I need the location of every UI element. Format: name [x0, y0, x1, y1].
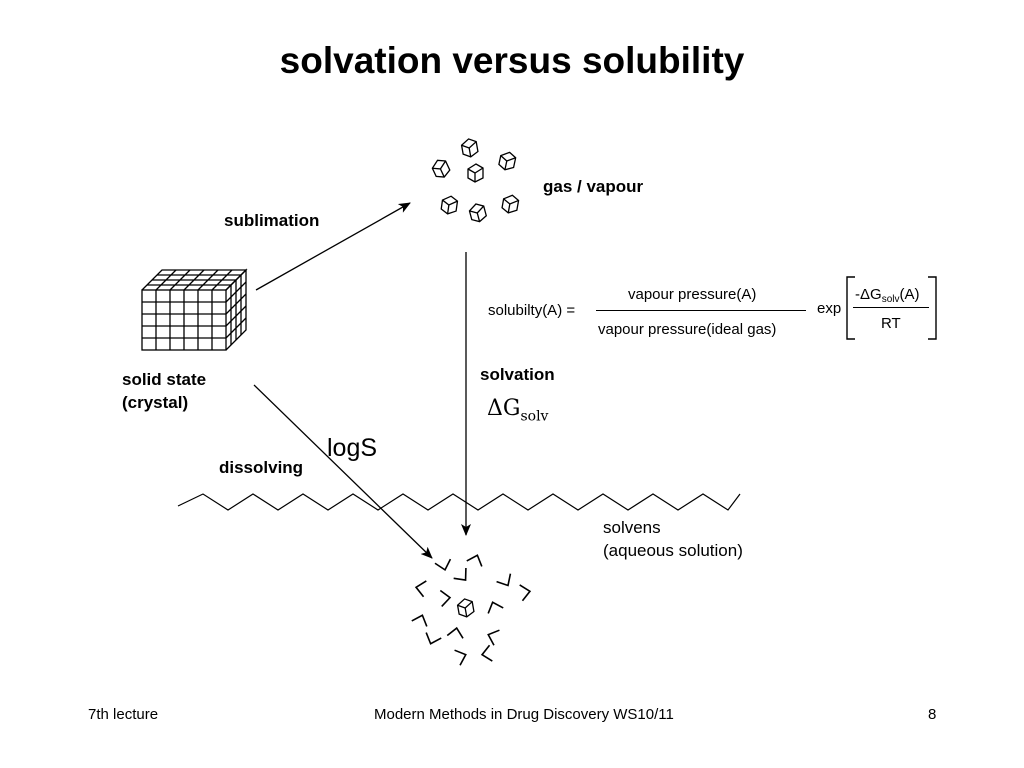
gas-molecules-icon [429, 137, 520, 225]
exp-numerator: -ΔGsolv(A) [855, 286, 920, 305]
sublimation-label: sublimation [224, 211, 320, 230]
solid-state-label: solid state [122, 370, 207, 389]
sublimation-arrow [255, 202, 411, 291]
gas-vapour-label: gas / vapour [543, 177, 644, 196]
crystal-lattice-icon [141, 268, 248, 351]
equation-fraction-bar [596, 310, 806, 311]
logs-label: logS [327, 434, 378, 462]
equation-denominator: vapour pressure(ideal gas) [598, 321, 777, 338]
equation-lhs: solubilty(A) = [488, 302, 576, 319]
solvated-molecule-icon [456, 597, 476, 619]
equation-numerator: vapour pressure(A) [628, 286, 757, 303]
exp-brackets [846, 276, 937, 340]
footer-lecture: 7th lecture [88, 706, 159, 723]
footer-course: Modern Methods in Drug Discovery WS10/11 [374, 706, 674, 723]
slide-title: solvation versus solubility [279, 40, 745, 81]
dissolving-label: dissolving [219, 458, 304, 477]
exp-fraction-bar [853, 307, 929, 308]
solvation-label: solvation [480, 365, 555, 384]
crystal-label: (crystal) [122, 393, 189, 412]
footer-page-number: 8 [928, 706, 937, 723]
dissolving-arrow [253, 384, 433, 559]
equation-exp: exp [817, 300, 842, 317]
aqueous-solution-label: (aqueous solution) [603, 541, 743, 560]
solvens-label: solvens [603, 518, 661, 537]
delta-g-solv-label: ΔGsolv [487, 396, 549, 425]
exp-denominator: RT [881, 315, 901, 332]
solvent-surface-line [177, 493, 741, 511]
